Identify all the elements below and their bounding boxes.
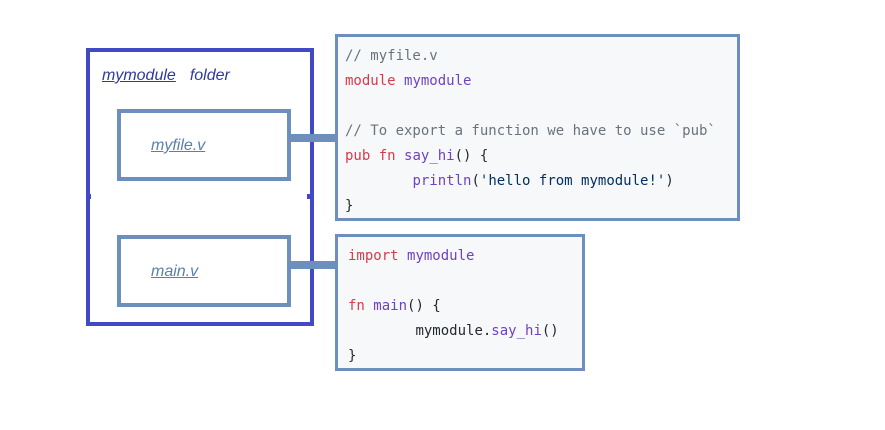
file-box-main: main.v [117,235,291,307]
code-identifier: mymodule [407,248,475,264]
folder-right-tick [307,194,310,199]
code-function: println [412,173,472,189]
code-identifier: mymodule [404,73,472,89]
code-indent [345,173,412,189]
folder-left-tick [88,194,91,199]
code-block-main: import mymodule fn main() { mymodule.say_… [335,234,585,371]
file-label-myfile: myfile.v [151,137,206,154]
file-label-main: main.v [151,263,199,280]
code-punct: () { [454,148,489,164]
connector-myfile [287,134,339,142]
code-keyword: import [348,248,399,264]
code-punct: ( [471,173,480,189]
code-line: import mymodule [348,244,582,269]
code-function: say_hi [404,148,455,164]
code-line: println('hello from mymodule!') [345,169,737,194]
folder-title: mymodule folder [102,67,230,85]
code-block-myfile: // myfile.v module mymodule // To export a… [335,34,740,221]
module-folder-box [86,48,314,326]
code-line: pub fn say_hi() { [345,144,737,169]
code-function: say_hi [491,323,542,339]
code-line: mymodule.say_hi() [348,319,582,344]
code-line: } [345,194,737,218]
folder-suffix: folder [189,67,230,84]
connector-main [287,261,339,269]
code-line: module mymodule [345,69,737,94]
code-keyword: fn [348,298,365,314]
code-line: fn main() { [348,294,582,319]
code-keyword: module [345,73,396,89]
code-line-empty [345,94,737,119]
code-line: // To export a function we have to use `… [345,119,737,144]
code-object: mymodule. [415,323,492,339]
code-string: 'hello from mymodule!' [479,173,666,189]
code-punct: ) [665,173,674,189]
file-box-myfile: myfile.v [117,109,291,181]
code-indent [348,323,415,339]
code-line-empty [348,269,582,294]
code-keyword: pub [345,148,371,164]
code-punct: } [348,348,357,364]
code-line: // myfile.v [345,44,737,69]
code-function: main [373,298,408,314]
code-punct: } [345,198,354,214]
code-punct: () [541,323,559,339]
code-punct: () { [407,298,441,314]
code-comment: // myfile.v [345,48,438,64]
code-line: } [348,344,582,368]
code-comment: // To export a function we have to use `… [345,123,716,139]
code-keyword: fn [378,148,396,164]
folder-name: mymodule [102,67,176,84]
